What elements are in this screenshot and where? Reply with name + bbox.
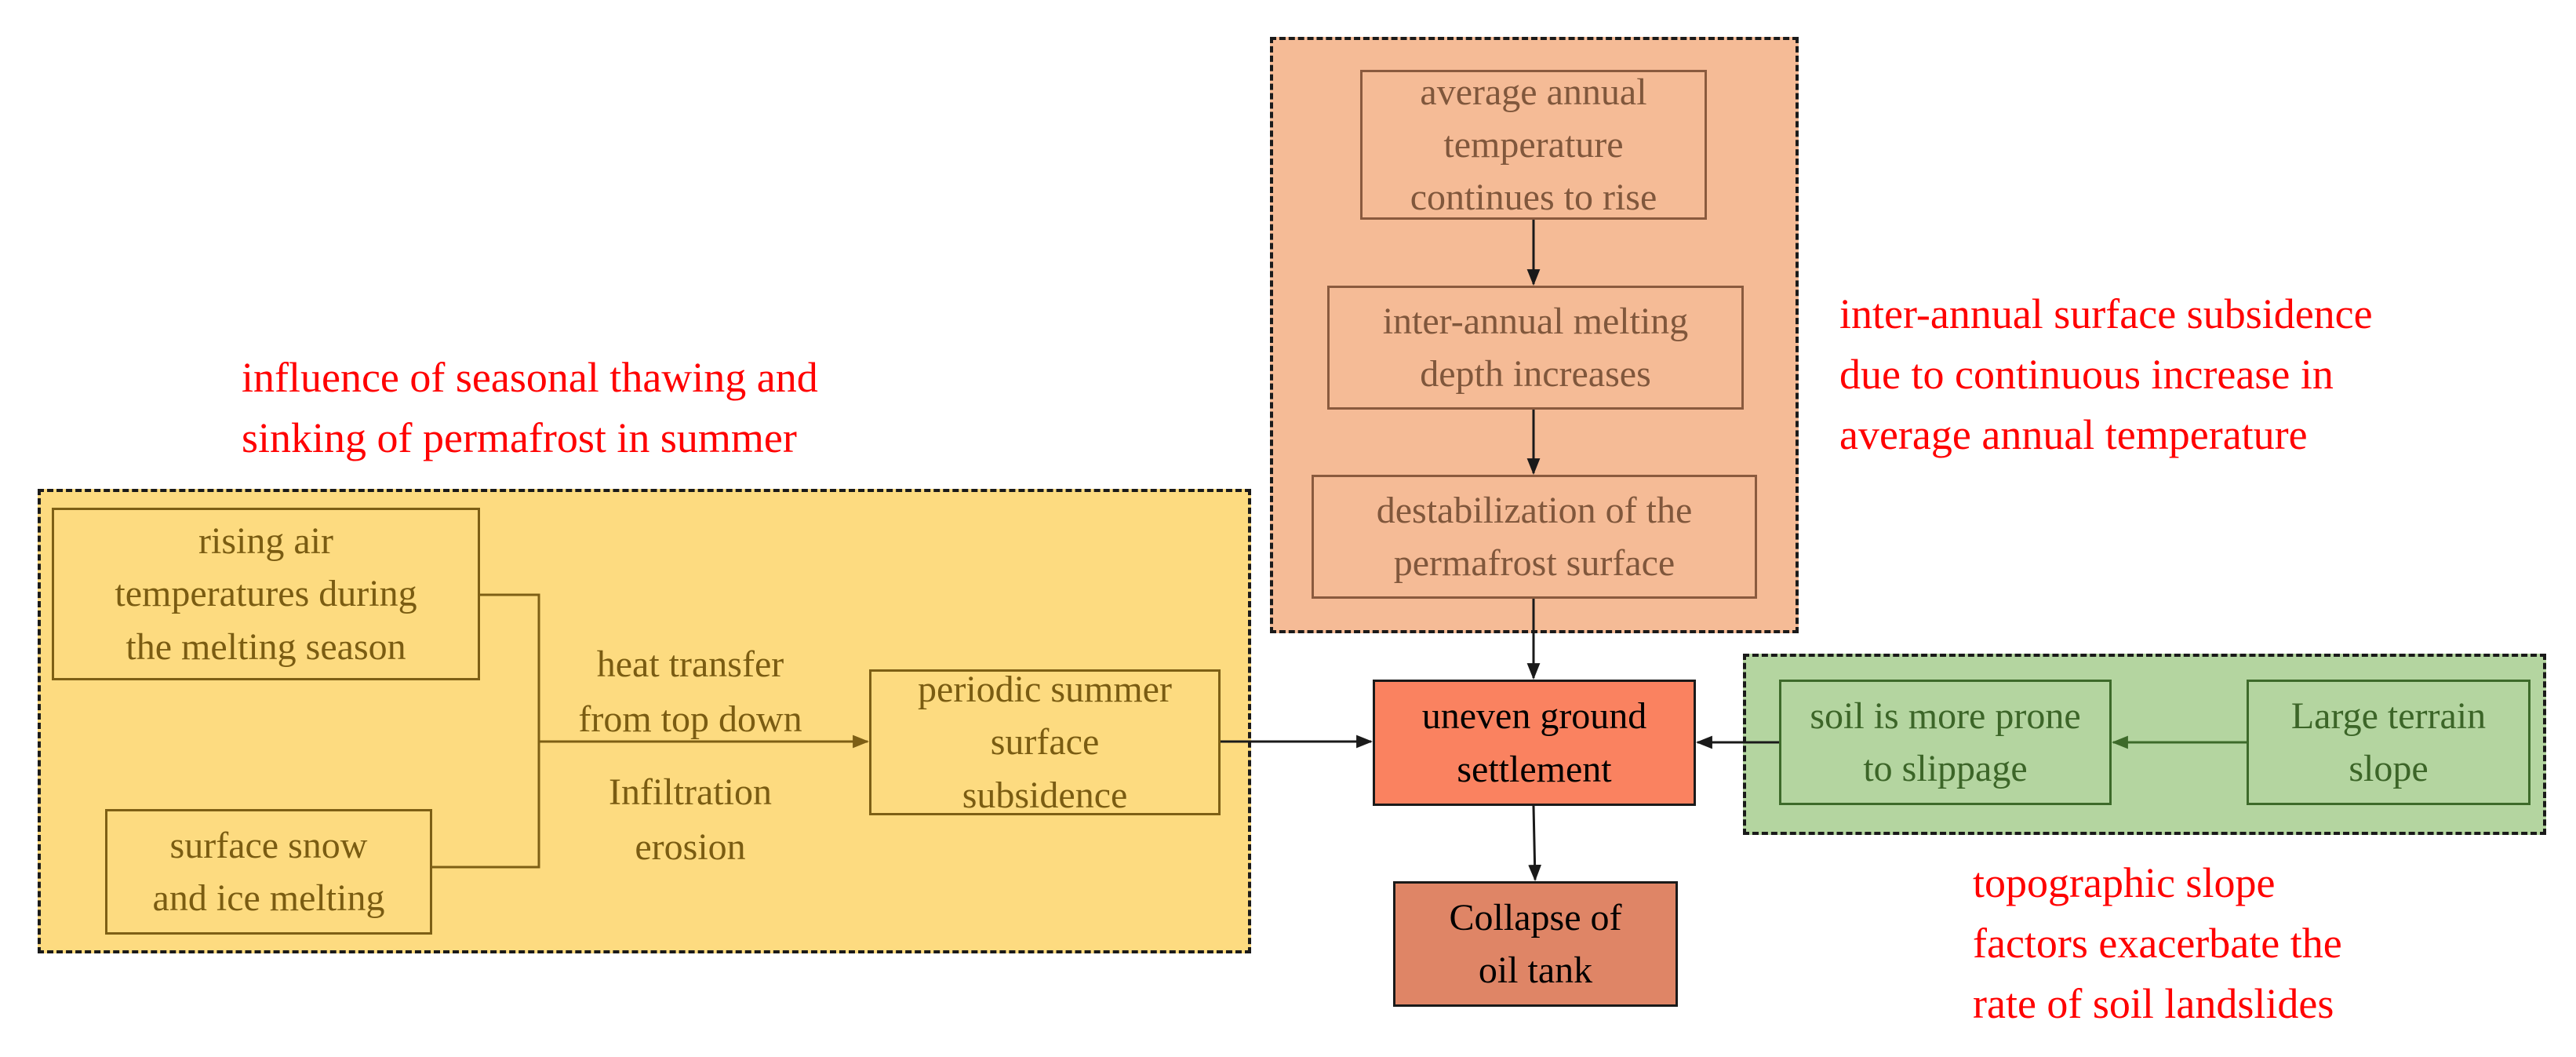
seasonal-thawing-group (38, 489, 1251, 953)
node-soil-prone-label: soil is more prone to slippage (1810, 694, 2081, 789)
node-destabilization-label: destabilization of the permafrost surfac… (1376, 489, 1693, 584)
node-collapse-label: Collapse of oil tank (1449, 896, 1622, 991)
arrow-uneven-to-collapse (1528, 805, 1541, 882)
node-uneven-ground-settlement: uneven ground settlement (1373, 680, 1696, 806)
node-melting-depth-label: inter-annual melting depth increases (1382, 300, 1689, 395)
node-periodic-summer-subsidence: periodic summer surface subsidence (869, 669, 1221, 816)
node-rising-air-temperatures: rising air temperatures during the melti… (52, 508, 480, 680)
node-melting-depth-increases: inter-annual melting depth increases (1327, 286, 1744, 410)
node-snow-ice-label: surface snow and ice melting (152, 824, 385, 919)
edge-label-heat-transfer: heat transfer from top down (578, 643, 802, 740)
node-terrain-slope-label: Large terrain slope (2290, 694, 2487, 789)
node-average-annual-temperature: average annual temperature continues to … (1360, 70, 1707, 220)
connector-rising-air (480, 593, 540, 742)
node-surface-snow-ice-melting: surface snow and ice melting (105, 809, 432, 935)
node-periodic-subsidence-label: periodic summer surface subsidence (918, 669, 1172, 816)
connector-snow-ice (432, 742, 540, 869)
node-permafrost-destabilization: destabilization of the permafrost surfac… (1312, 475, 1757, 599)
annotation-topographic-slope: topographic slope factors exacerbate the… (1973, 859, 2342, 1028)
annotation-annual-subsidence: inter-annual surface subsidence due to c… (1839, 290, 2373, 459)
node-uneven-settlement-label: uneven ground settlement (1421, 695, 1647, 790)
node-avg-temp-label: average annual temperature continues to … (1410, 71, 1657, 219)
annotation-seasonal-thawing: influence of seasonal thawing and sinkin… (242, 354, 818, 462)
edge-label-infiltration-erosion: Infiltration erosion (609, 771, 772, 868)
node-collapse-of-oil-tank: Collapse of oil tank (1393, 881, 1678, 1007)
node-large-terrain-slope: Large terrain slope (2247, 680, 2531, 805)
node-soil-prone-to-slippage: soil is more prone to slippage (1779, 680, 2112, 805)
node-rising-air-label: rising air temperatures during the melti… (115, 520, 417, 668)
annual-temperature-group (1270, 37, 1799, 633)
